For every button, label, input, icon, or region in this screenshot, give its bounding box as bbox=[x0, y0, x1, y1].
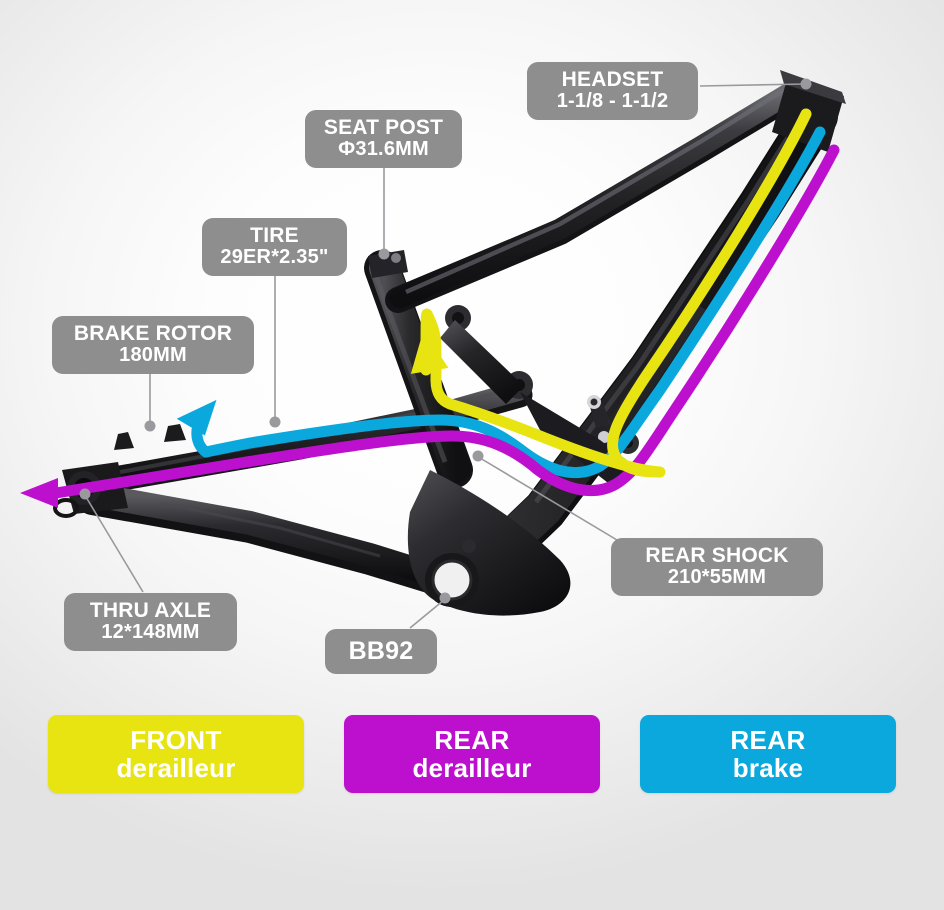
front-derailleur-arrow bbox=[410, 330, 449, 374]
callout-thru-axle-value: 12*148MM bbox=[101, 620, 200, 643]
cable-routing-group bbox=[20, 108, 840, 508]
leader-dot-rear-shock bbox=[472, 450, 484, 462]
rear-brake-arrow bbox=[176, 399, 217, 436]
callout-bb92-title: BB92 bbox=[348, 637, 414, 665]
chain-stay-logo bbox=[159, 501, 381, 558]
callout-brake-rotor[interactable]: BRAKE ROTOR 180MM bbox=[52, 316, 254, 374]
leader-dot-seat-post bbox=[378, 248, 390, 260]
callout-headset-value: 1-1/8 - 1-1/2 bbox=[556, 89, 669, 112]
callout-leader-lines bbox=[79, 78, 812, 629]
legend-front-derailleur-top: FRONT bbox=[130, 725, 222, 755]
leader-dot-thru-axle bbox=[79, 488, 91, 500]
leader-dot-tire bbox=[269, 416, 281, 428]
legend-front-derailleur-bottom: derailleur bbox=[116, 753, 236, 783]
rear-derailleur-cable bbox=[50, 144, 840, 499]
seat-clamp-bolt bbox=[391, 253, 401, 263]
callout-headset[interactable]: HEADSET 1-1/8 - 1-1/2 bbox=[527, 62, 698, 120]
top-tube-shade bbox=[389, 83, 799, 309]
leader-dot-bb92 bbox=[439, 592, 451, 604]
leader-bb92 bbox=[409, 599, 445, 629]
callout-brake-rotor-value: 180MM bbox=[119, 343, 187, 366]
callout-seat-post-value: Ф31.6MM bbox=[338, 137, 429, 160]
callout-seat-post[interactable]: SEAT POST Ф31.6MM bbox=[305, 110, 462, 168]
callout-tire-value: 29ER*2.35" bbox=[220, 245, 329, 268]
bb-shell-bore bbox=[433, 561, 471, 599]
cable-legend: FRONT derailleur REAR derailleur REAR br… bbox=[0, 715, 944, 800]
rear-derailleur-arrow bbox=[20, 478, 58, 508]
front-derailleur-cable bbox=[420, 108, 812, 478]
chain-stay-shade bbox=[88, 484, 462, 592]
callout-rear-shock-value: 210*55MM bbox=[667, 565, 767, 588]
leader-thru-axle bbox=[85, 496, 144, 593]
bb-shell-ring bbox=[431, 559, 473, 601]
rear-brake-cable bbox=[200, 126, 826, 479]
rocker-link bbox=[440, 320, 524, 404]
legend-rear-brake-bottom: brake bbox=[732, 753, 804, 783]
callout-brake-rotor-title: BRAKE ROTOR bbox=[73, 322, 233, 345]
legend-rear-brake[interactable]: REAR brake bbox=[640, 715, 896, 793]
callout-bb92[interactable]: BB92 bbox=[325, 629, 437, 674]
shock-upper-eyelet-bore bbox=[590, 398, 598, 406]
brake-mount-b bbox=[164, 424, 186, 442]
legend-rear-derailleur-bottom: derailleur bbox=[412, 753, 532, 783]
callout-thru-axle-title: THRU AXLE bbox=[89, 599, 212, 622]
callout-tire-title: TIRE bbox=[250, 224, 299, 247]
bb-pivot-bolt bbox=[462, 539, 476, 553]
legend-rear-derailleur[interactable]: REAR derailleur bbox=[344, 715, 600, 793]
callout-rear-shock[interactable]: REAR SHOCK 210*55MM bbox=[611, 538, 823, 596]
top-tube-highlight bbox=[405, 88, 786, 295]
brake-mount-a bbox=[114, 432, 134, 450]
head-tube-top bbox=[780, 70, 846, 104]
callout-tire[interactable]: TIRE 29ER*2.35" bbox=[202, 218, 347, 276]
leader-rear-shock bbox=[479, 457, 618, 541]
legend-front-derailleur[interactable]: FRONT derailleur bbox=[48, 715, 304, 793]
callout-rear-shock-title: REAR SHOCK bbox=[645, 544, 789, 567]
rear-brake-cable-turn bbox=[191, 424, 212, 458]
callout-headset-title: HEADSET bbox=[561, 68, 664, 91]
callout-seat-post-title: SEAT POST bbox=[323, 116, 444, 139]
leader-dot-headset bbox=[800, 78, 812, 90]
leader-headset bbox=[699, 83, 807, 87]
legend-rear-derailleur-top: REAR bbox=[434, 725, 510, 755]
leader-dot-brake-rotor bbox=[144, 420, 156, 432]
callout-thru-axle[interactable]: THRU AXLE 12*148MM bbox=[64, 593, 237, 651]
derailleur-hanger bbox=[53, 498, 79, 518]
legend-rear-brake-top: REAR bbox=[730, 725, 806, 755]
